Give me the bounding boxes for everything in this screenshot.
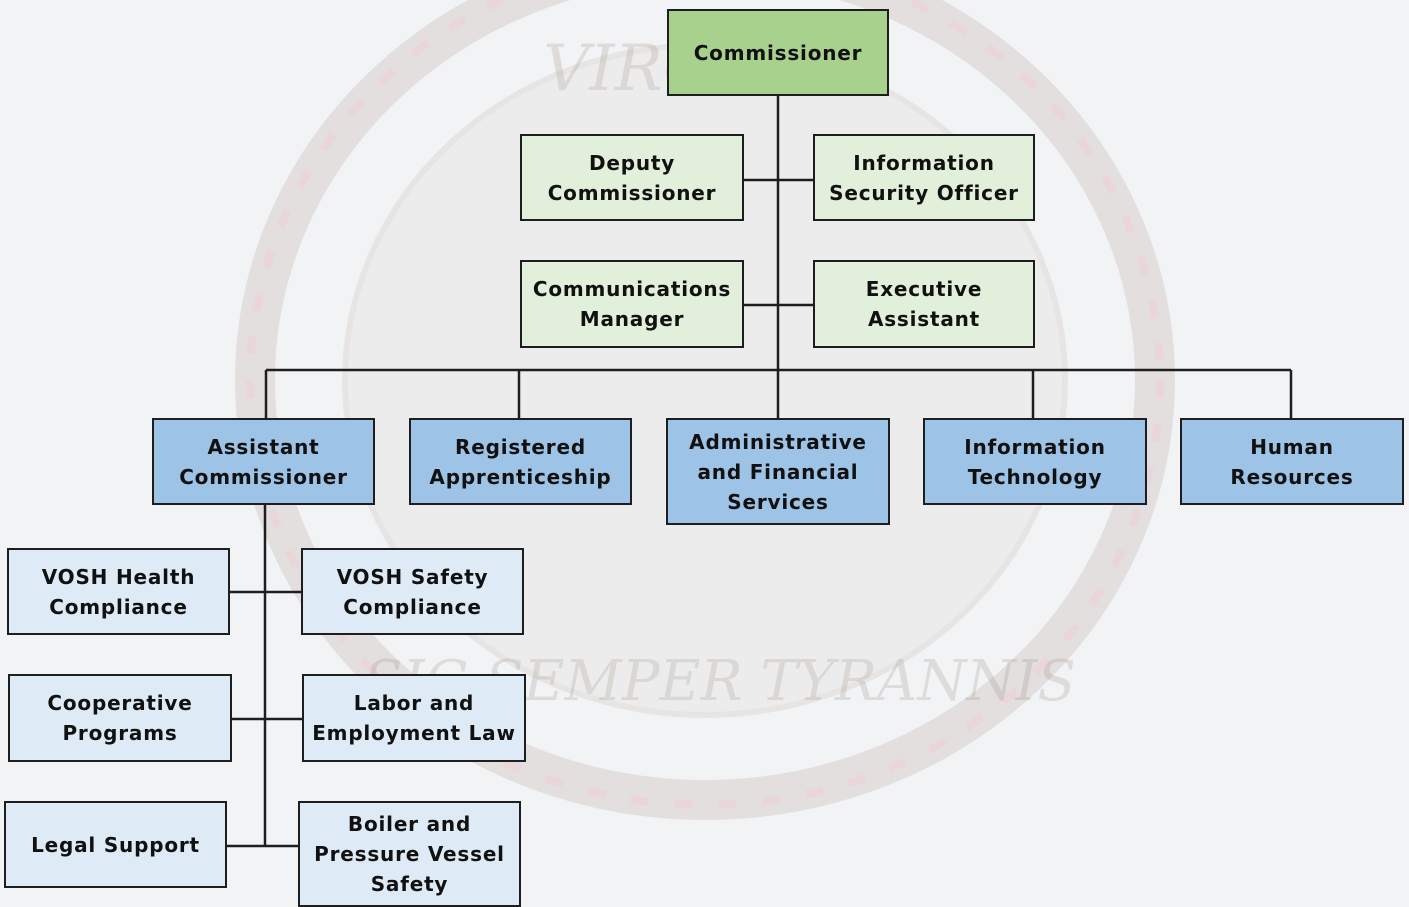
commissioner-box: Commissioner bbox=[667, 9, 889, 96]
vosh-health-compliance-box: VOSH Health Compliance bbox=[7, 548, 230, 635]
assistant-commissioner-box: Assistant Commissioner bbox=[152, 418, 375, 505]
deputy-commissioner-box: Deputy Commissioner bbox=[520, 134, 744, 221]
human-resources-box: Human Resources bbox=[1180, 418, 1404, 505]
boiler-pressure-vessel-safety-box: Boiler and Pressure Vessel Safety bbox=[298, 801, 521, 907]
administrative-financial-services-box: Administrative and Financial Services bbox=[666, 418, 890, 525]
cooperative-programs-box: Cooperative Programs bbox=[8, 674, 232, 762]
labor-employment-law-box: Labor and Employment Law bbox=[302, 674, 526, 762]
vosh-safety-compliance-box: VOSH Safety Compliance bbox=[301, 548, 524, 635]
information-security-officer-box: Information Security Officer bbox=[813, 134, 1035, 221]
communications-manager-box: Communications Manager bbox=[520, 260, 744, 348]
executive-assistant-box: Executive Assistant bbox=[813, 260, 1035, 348]
registered-apprenticeship-box: Registered Apprenticeship bbox=[409, 418, 632, 505]
information-technology-box: Information Technology bbox=[923, 418, 1147, 505]
legal-support-box: Legal Support bbox=[4, 801, 227, 888]
